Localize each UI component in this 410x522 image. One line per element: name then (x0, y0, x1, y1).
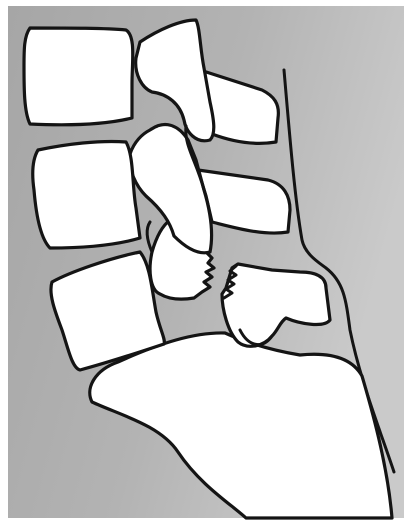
upper-vertebral-body (24, 28, 133, 125)
middle-vertebral-body (33, 141, 140, 248)
